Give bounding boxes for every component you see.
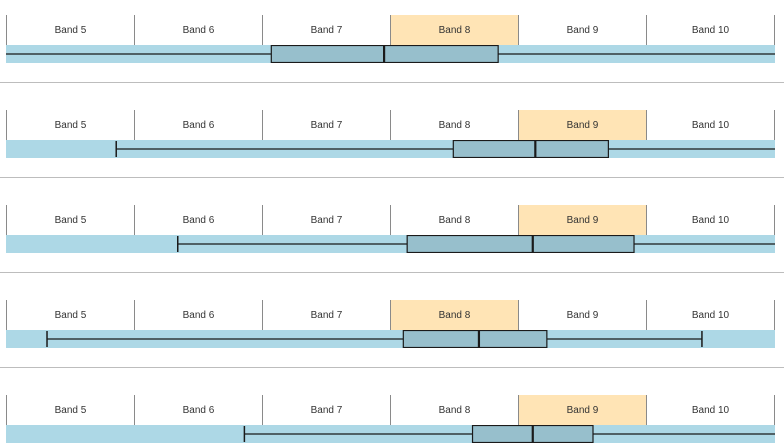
band-cell-7: Band 7 [262,110,390,140]
score-row-2: Band 5 Band 6 Band 7 Band 8 Band 9 Band … [6,110,775,158]
row-separator [0,177,784,178]
row-separator [0,367,784,368]
band-cell-7: Band 7 [262,15,390,45]
band-cell-6: Band 6 [134,300,262,330]
score-row-5: Band 5 Band 6 Band 7 Band 8 Band 9 Band … [6,395,775,443]
band-cell-9: Band 9 [518,110,646,140]
score-boxplot [6,45,775,63]
score-boxplot [6,235,775,253]
band-cell-7: Band 7 [262,300,390,330]
band-cell-10: Band 10 [646,395,775,425]
band-cell-5: Band 5 [6,110,134,140]
iqr-box [402,330,548,348]
band-cell-6: Band 6 [134,110,262,140]
row-separator [0,272,784,273]
iqr-box [452,140,609,158]
band-cell-6: Band 6 [134,205,262,235]
band-cell-9: Band 9 [518,205,646,235]
band-cell-8: Band 8 [390,205,518,235]
band-cell-5: Band 5 [6,300,134,330]
band-scale: Band 5 Band 6 Band 7 Band 8 Band 9 Band … [6,110,775,140]
band-cell-8: Band 8 [390,15,518,45]
band-cell-7: Band 7 [262,395,390,425]
band-cell-7: Band 7 [262,205,390,235]
band-cell-10: Band 10 [646,300,775,330]
score-boxplot [6,140,775,158]
band-cell-10: Band 10 [646,110,775,140]
score-row-3: Band 5 Band 6 Band 7 Band 8 Band 9 Band … [6,205,775,253]
score-boxplot [6,330,775,348]
score-row-4: Band 5 Band 6 Band 7 Band 8 Band 9 Band … [6,300,775,348]
band-cell-9: Band 9 [518,395,646,425]
row-separator [0,82,784,83]
band-cell-5: Band 5 [6,205,134,235]
band-cell-9: Band 9 [518,15,646,45]
band-scale: Band 5 Band 6 Band 7 Band 8 Band 9 Band … [6,300,775,330]
band-cell-10: Band 10 [646,205,775,235]
band-cell-6: Band 6 [134,395,262,425]
band-scale: Band 5 Band 6 Band 7 Band 8 Band 9 Band … [6,15,775,45]
band-cell-9: Band 9 [518,300,646,330]
band-cell-8: Band 8 [390,110,518,140]
band-cell-10: Band 10 [646,15,775,45]
iqr-box [406,235,635,253]
score-boxplot [6,425,775,443]
band-cell-5: Band 5 [6,395,134,425]
score-row-1: Band 5 Band 6 Band 7 Band 8 Band 9 Band … [6,15,775,63]
band-cell-5: Band 5 [6,15,134,45]
band-scale: Band 5 Band 6 Band 7 Band 8 Band 9 Band … [6,395,775,425]
band-scale: Band 5 Band 6 Band 7 Band 8 Band 9 Band … [6,205,775,235]
band-cell-6: Band 6 [134,15,262,45]
band-cell-8: Band 8 [390,300,518,330]
band-cell-8: Band 8 [390,395,518,425]
